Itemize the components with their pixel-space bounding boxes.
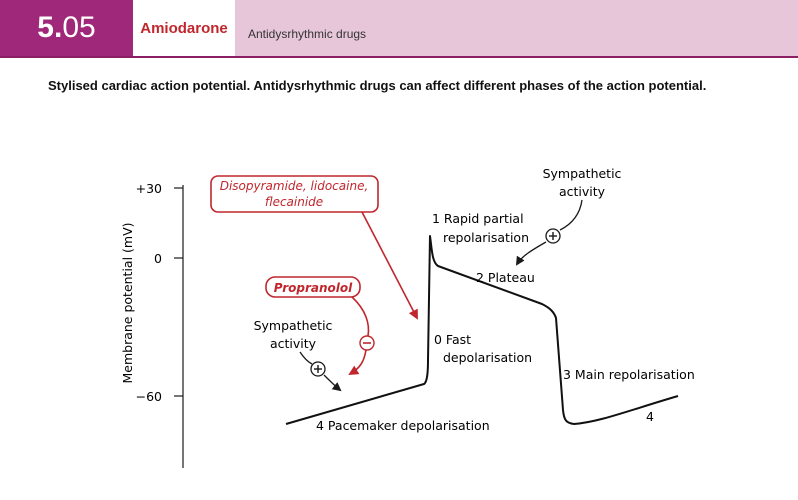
propranolol-box [265,276,361,298]
sympathetic-left-line2: activity [270,336,317,351]
phase-1-label-line2: repolarisation [443,230,529,245]
sympathetic-top-connector [559,199,583,231]
class1-drugs-box [210,175,379,213]
phase-1-label-line1: 1 Rapid partial [432,211,524,226]
header-divider [0,56,798,58]
phase-3-label: 3 Main repolarisation [563,367,695,382]
phase-4-left-label: 4 Pacemaker depolarisation [316,418,490,433]
phase-2-label: 2 Plateau [476,270,535,285]
header-bar: 5.05 Amiodarone Antidysrhythmic drugs [0,0,798,56]
phase-0-label-line2: depolarisation [443,350,532,365]
page-subtitle: Antidysrhythmic drugs [248,27,367,41]
propranolol-arrow [348,349,367,376]
figure-caption: Stylised cardiac action potential. Antid… [48,78,707,93]
action-potential-curve [285,235,679,425]
propranolol-label: Propranolol [274,281,353,295]
sympathetic-left-connector [299,351,313,365]
class1-drugs-line1: Disopyramide, lidocaine, [220,179,369,193]
phase-4-right-label: 4 [646,409,654,424]
sympathetic-top-line1: Sympathetic [543,166,622,181]
propranolol-connector [351,296,370,337]
sympathetic-top-arrow [515,241,547,266]
sympathetic-left-line1: Sympathetic [254,318,333,333]
y-tick-label-minus60: −60 [136,389,162,404]
section-number: 5.05 [0,0,133,56]
class1-drugs-arrow [361,211,418,320]
class1-drugs-line2: flecainide [265,195,323,209]
y-axis-label: Membrane potential (mV) [120,222,135,383]
page-title: Amiodarone [140,19,228,37]
sympathetic-left-arrow [323,374,342,392]
header-title-box: Amiodarone [133,0,235,56]
y-tick-label-0: 0 [154,251,162,266]
sympathetic-top-line2: activity [559,184,606,199]
y-tick-label-plus30: +30 [136,181,162,196]
phase-0-label-line1: 0 Fast [434,332,471,347]
